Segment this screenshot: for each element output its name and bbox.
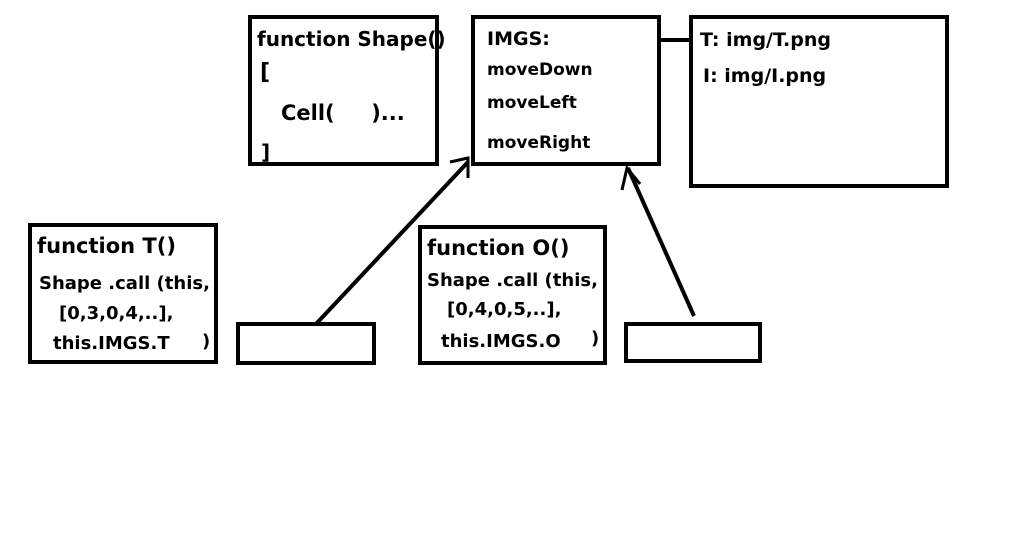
method-move-left: moveLeft	[487, 93, 577, 113]
t-imgs-ref: this.IMGS.T	[53, 333, 170, 354]
o-cells: [0,4,0,5,..],	[447, 299, 562, 320]
imgs-t-entry: T: img/T.png	[700, 29, 832, 51]
o-shape-call: Shape .call (this,	[427, 270, 598, 291]
o-instance-arrow-line	[626, 167, 696, 317]
imgs-label: IMGS:	[487, 28, 550, 50]
t-close-paren: )	[202, 331, 211, 352]
prototype-box	[471, 15, 661, 166]
shape-cell-call: Cell( )...	[281, 101, 405, 125]
o-close-paren: )	[591, 328, 600, 349]
shape-close-bracket: ]	[261, 140, 271, 164]
shape-open-bracket: [	[260, 60, 271, 85]
o-constructor-box	[418, 225, 607, 365]
t-constructor-box	[28, 223, 218, 364]
t-instance-box	[236, 322, 376, 365]
t-cells: [0,3,0,4,..],	[59, 303, 174, 324]
t-shape-call: Shape .call (this,	[39, 273, 210, 294]
o-instance-box	[624, 322, 762, 363]
o-instance-arrowhead	[620, 164, 642, 191]
o-title: function O()	[427, 236, 570, 260]
shape-title: function Shape()	[257, 27, 446, 51]
t-instance-arrowhead	[449, 156, 470, 178]
imgs-object-box	[689, 15, 949, 188]
shape-constructor-box	[248, 15, 439, 166]
method-move-down: moveDown	[487, 60, 593, 80]
o-imgs-ref: this.IMGS.O	[441, 331, 561, 352]
imgs-i-entry: I: img/I.png	[703, 65, 827, 87]
t-title: function T()	[37, 234, 176, 258]
method-move-right: moveRight	[487, 133, 591, 153]
